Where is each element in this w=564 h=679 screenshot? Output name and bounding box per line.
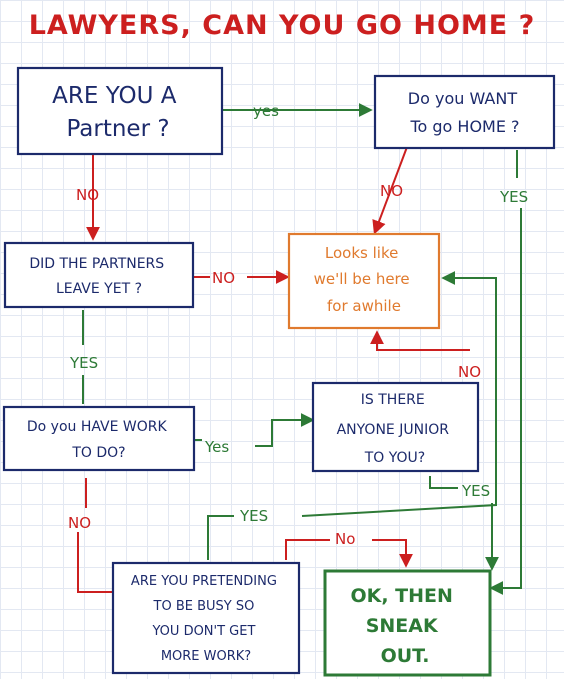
- node-want-home: Do you WANT To go HOME ?: [373, 74, 556, 150]
- node-partner-text: ARE YOU A Partner ?: [52, 83, 184, 142]
- node-want-home-text: Do you WANT To go HOME ?: [408, 89, 522, 136]
- node-have-work-text: Do you HAVE WORK TO DO?: [27, 419, 171, 461]
- edge-want-no: [372, 146, 408, 235]
- edge-labels: yes NO NO YES NO YES Yes NO NO YES YES N…: [68, 102, 528, 548]
- node-anyone-junior: IS THERE ANYONE JUNIOR TO YOU?: [311, 381, 480, 473]
- edge-pretending-yes: [207, 278, 497, 560]
- node-pretending: ARE YOU PRETENDING TO BE BUSY SO YOU DON…: [111, 561, 301, 675]
- node-have-work: Do you HAVE WORK TO DO?: [2, 405, 196, 472]
- node-partner: ARE YOU A Partner ?: [16, 66, 224, 156]
- label-pretending-yes: YES: [239, 507, 268, 525]
- edge-pretending-no: [285, 539, 406, 565]
- label-junior-no: NO: [458, 363, 481, 381]
- label-partners-left-no: NO: [212, 269, 235, 287]
- label-have-work-no: NO: [68, 514, 91, 532]
- edges: [77, 103, 522, 593]
- edge-junior-yes: [429, 476, 492, 568]
- edge-want-yes: [492, 150, 522, 588]
- node-anyone-junior-text: IS THERE ANYONE JUNIOR TO YOU?: [337, 392, 454, 466]
- label-have-work-yes: Yes: [204, 438, 229, 456]
- label-partner-yes: yes: [253, 102, 279, 120]
- edge-have-work-yes: [194, 420, 312, 447]
- label-partners-left-yes: YES: [69, 354, 98, 372]
- label-want-yes: YES: [499, 188, 528, 206]
- node-here-awhile-text: Looks like we'll be here for awhile: [314, 244, 415, 315]
- node-partners-left: DID THE PARTNERS LEAVE YET ?: [3, 241, 195, 309]
- label-junior-yes: YES: [461, 482, 490, 500]
- label-partner-no: NO: [76, 186, 99, 204]
- edge-have-work-no: [77, 478, 112, 593]
- node-partners-left-text: DID THE PARTNERS LEAVE YET ?: [29, 256, 168, 297]
- node-sneak-out: OK, THEN SNEAK OUT.: [323, 569, 492, 677]
- page-title: LAWYERS, CAN YOU GO HOME ?: [29, 10, 536, 41]
- node-sneak-out-text: OK, THEN SNEAK OUT.: [350, 585, 459, 667]
- node-here-awhile: Looks like we'll be here for awhile: [287, 232, 441, 330]
- node-pretending-text: ARE YOU PRETENDING TO BE BUSY SO YOU DON…: [131, 574, 281, 664]
- label-pretending-no: No: [335, 530, 355, 548]
- label-want-no: NO: [380, 182, 403, 200]
